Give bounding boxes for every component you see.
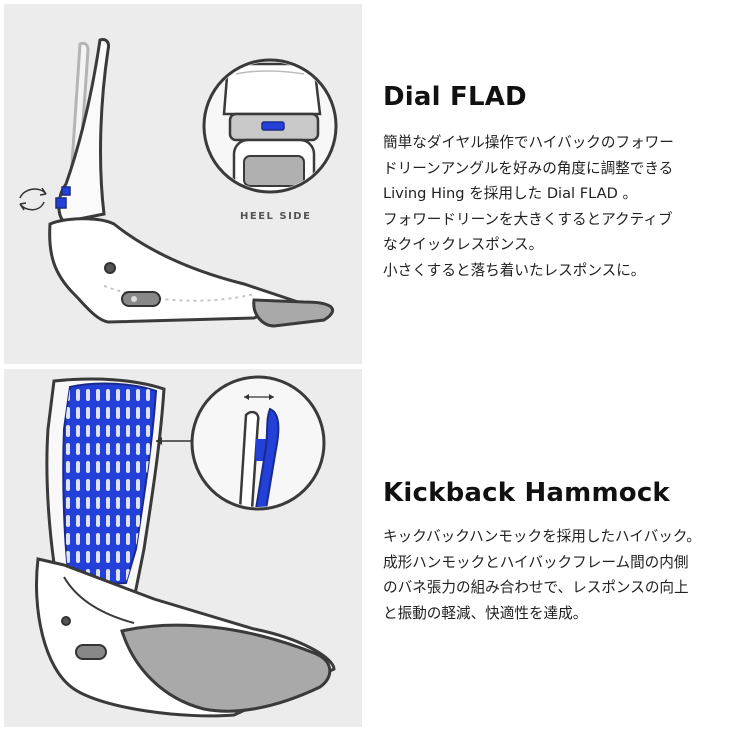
dial-flad-illustration: HEEL SIDE [4, 4, 362, 364]
description-line: と振動の軽減、快適性を達成。 [383, 604, 588, 622]
kickback-hammock-description: キックバックハンモックを採用したハイバック。 成形ハンモックとハイバックフレーム… [383, 524, 701, 626]
dial-marker [55, 197, 67, 209]
description-line: のバネ張力の組み合わせで、レスポンスの向上 [383, 579, 689, 596]
description-line: ドリーンアングルを好みの角度に調整できる [383, 159, 674, 177]
heel-side-caption: HEEL SIDE [240, 211, 311, 222]
heel-side-zoom: HEEL SIDE [202, 58, 338, 222]
description-line: Living Hing を採用した Dial FLAD 。 [383, 185, 638, 202]
description-line: 小さくすると落ち着いたレスポンスに。 [383, 261, 646, 279]
kickback-hammock-illustration [4, 369, 362, 727]
dial-flad-title: Dial FLAD [383, 82, 527, 112]
description-line: 成形ハンモックとハイバックフレーム間の内側 [383, 553, 689, 571]
pointer-arrow-icon [156, 437, 194, 445]
description-line: フォワードリーンを大きくするとアクティブ [383, 210, 673, 228]
rotate-arrows-icon [19, 187, 47, 211]
kickback-hammock-title: Kickback Hammock [383, 478, 670, 508]
description-line: なクイックレスポンス。 [383, 236, 544, 253]
hammock-zoom [190, 375, 326, 511]
description-line: 簡単なダイヤル操作でハイバックのフォワー [383, 134, 674, 151]
description-line: キックバックハンモックを採用したハイバック。 [383, 528, 701, 545]
double-arrow-icon [244, 394, 274, 400]
dial-flad-description: 簡単なダイヤル操作でハイバックのフォワー ドリーンアングルを好みの角度に調整でき… [383, 130, 674, 283]
